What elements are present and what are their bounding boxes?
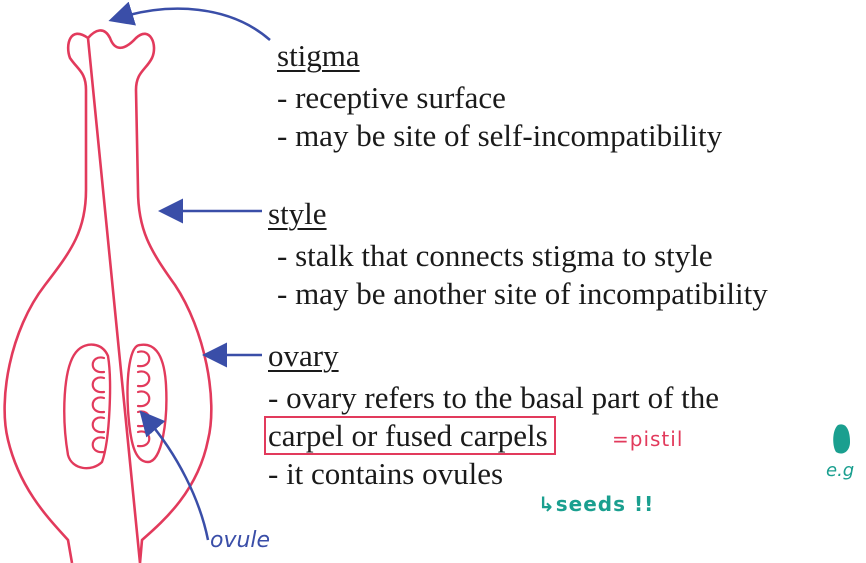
pistil-outline xyxy=(3,29,213,563)
ovule-arrow xyxy=(139,410,210,541)
left-ovule-chamber xyxy=(63,343,112,470)
ovule-shape xyxy=(91,436,106,454)
stigma-line: - may be site of self-incompatibility xyxy=(277,118,723,153)
right-ovules xyxy=(136,350,151,448)
pistil-note: =pistil xyxy=(612,427,684,451)
ovary-line: - it contains ovules xyxy=(268,456,504,491)
green-marker-mark xyxy=(833,424,850,454)
stigma-line: - receptive surface xyxy=(277,80,506,115)
ovule-shape xyxy=(91,416,106,434)
ovule-shape xyxy=(136,370,151,388)
stigma-heading: stigma xyxy=(277,38,360,73)
eg-note: e.g xyxy=(826,460,855,481)
ovule-shape xyxy=(91,356,106,374)
ovary-boxed-line: carpel or fused carpels xyxy=(264,416,556,455)
style-line: - stalk that connects stigma to style xyxy=(277,238,713,273)
ovule-shape xyxy=(136,390,151,408)
ovule-shape xyxy=(91,396,106,414)
style-heading: style xyxy=(268,196,327,231)
ovary-line: - ovary refers to the basal part of the xyxy=(268,380,720,415)
ovule-label: ovule xyxy=(210,528,271,553)
right-ovule-chamber xyxy=(126,343,168,464)
seeds-note: ↳seeds !! xyxy=(538,492,655,516)
left-ovules xyxy=(91,356,106,454)
carpel-box: carpel or fused carpels xyxy=(264,416,556,455)
ovule-shape xyxy=(136,350,151,368)
style-line: - may be another site of incompatibility xyxy=(277,276,768,311)
ovule-shape xyxy=(136,430,151,448)
ovary-heading: ovary xyxy=(268,338,339,373)
ovule-shape xyxy=(91,376,106,394)
stigma-arrow xyxy=(108,1,271,41)
